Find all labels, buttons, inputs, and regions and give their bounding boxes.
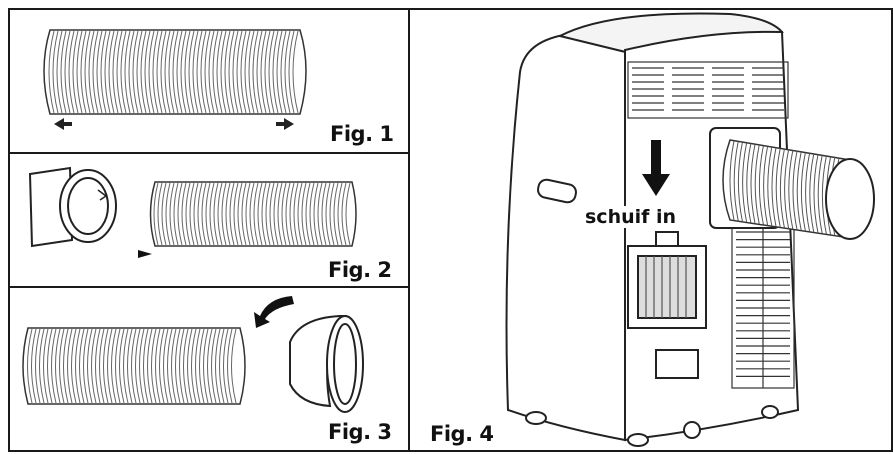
hose-adapter-rotate-drawing [22,296,364,413]
label-plate [655,349,699,379]
figure-2-caption: Fig. 2 [328,258,392,282]
window-adapter-icon [289,315,364,413]
figure-4-panel: schuif in Fig. 4 [410,8,893,452]
figure-2-panel: Fig. 2 [8,152,410,288]
window-adapter-icon [28,166,117,248]
hose-icon [43,29,307,115]
hose-icon [722,139,875,240]
filter-icon [627,231,707,329]
air-conditioner-icon [505,12,800,447]
figure-4-caption: Fig. 4 [430,422,494,446]
hose-icon [149,181,357,247]
pointer-mark-icon [138,250,152,258]
rotate-arrow-icon [254,296,294,328]
figure-1-caption: Fig. 1 [330,122,394,146]
hose-extend-drawing [43,29,307,130]
hose-icon [22,327,246,405]
adapter-hose-drawing [28,166,357,258]
figure-3-caption: Fig. 3 [328,420,392,444]
left-arrow-icon [54,118,72,130]
air-conditioner-drawing [505,12,875,447]
figure-1-panel: Fig. 1 [8,8,410,154]
figure-3-panel: Fig. 3 [8,286,410,452]
slide-in-callout: schuif in [582,206,680,228]
right-arrow-icon [276,118,294,130]
down-arrow-icon [642,140,670,196]
exhaust-grille [627,61,789,119]
